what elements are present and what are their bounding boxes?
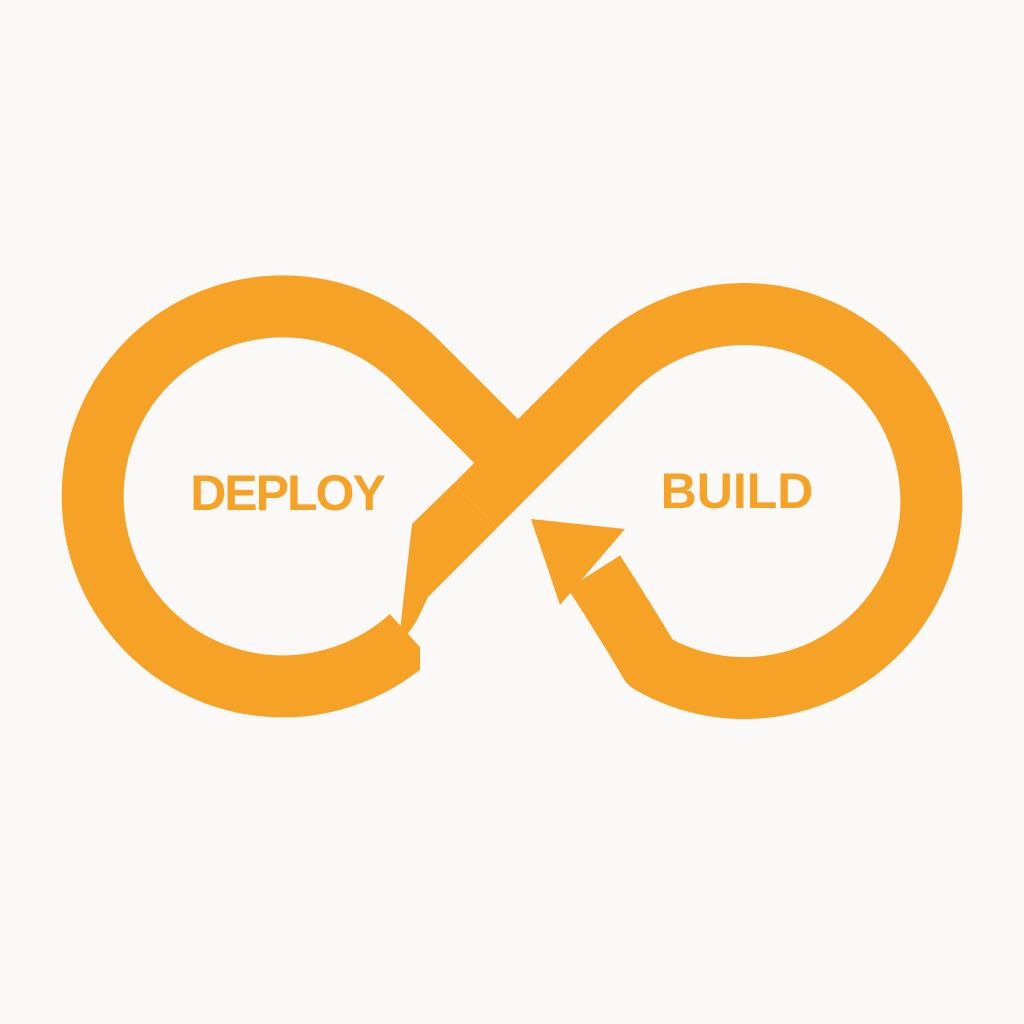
left-loop-path bbox=[61, 275, 561, 718]
right-loop-path bbox=[453, 283, 963, 720]
loop-cut-mask bbox=[420, 598, 530, 710]
build-label: BUILD bbox=[661, 463, 814, 519]
deploy-label: DEPLOY bbox=[190, 465, 385, 521]
arrowhead-icon bbox=[531, 519, 625, 605]
loop-cut-notch bbox=[398, 484, 497, 648]
